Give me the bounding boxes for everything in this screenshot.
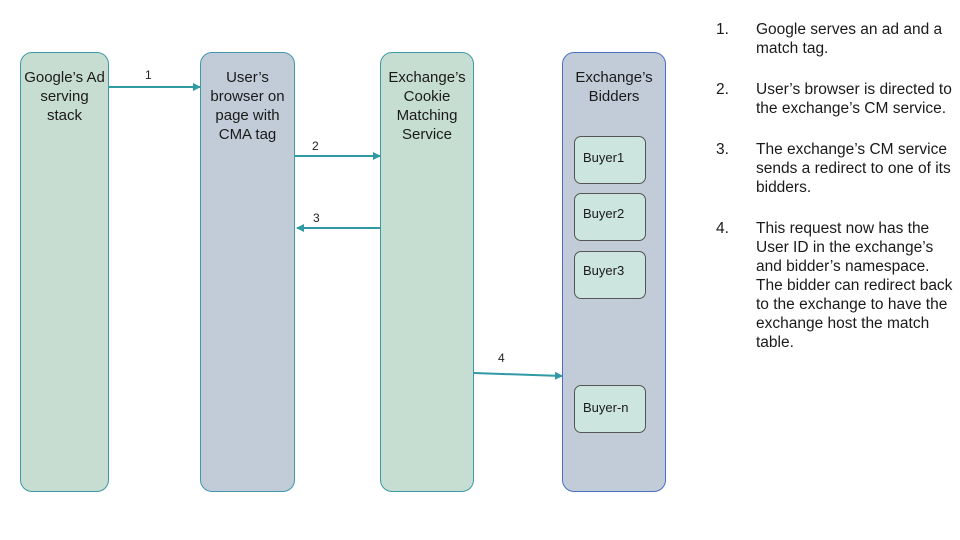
step-item: 3. The exchange’s CM service sends a red… (716, 140, 956, 197)
step-number: 4. (716, 220, 729, 237)
buyer-label: Buyer2 (583, 206, 625, 221)
arrow-3-label: 3 (313, 211, 320, 225)
user-browser-column: User’s browser on page with CMA tag (200, 52, 295, 492)
buyer-box-3: Buyer3 (574, 251, 646, 299)
step-item: 1. Google serves an ad and a match tag. (716, 20, 956, 58)
arrow-4-label: 4 (498, 351, 505, 365)
step-text: The exchange’s CM service sends a redire… (756, 141, 951, 196)
arrow-2-label: 2 (312, 139, 319, 153)
cookie-matching-service-column: Exchange’s Cookie Matching Service (380, 52, 474, 492)
buyer-label: Buyer3 (583, 263, 625, 278)
exchange-bidders-label: Exchange’s Bidders (575, 69, 653, 105)
step-text: This request now has the User ID in the … (756, 220, 953, 351)
step-item: 2. User’s browser is directed to the exc… (716, 80, 956, 118)
step-number: 3. (716, 141, 729, 158)
cookie-matching-service-label: Exchange’s Cookie Matching Service (388, 69, 466, 143)
buyer-box-n: Buyer-n (574, 385, 646, 433)
buyer-box-1: Buyer1 (574, 136, 646, 184)
buyer-box-2: Buyer2 (574, 193, 646, 241)
step-text: User’s browser is directed to the exchan… (756, 81, 952, 117)
buyer-label: Buyer-n (583, 400, 629, 415)
step-number: 2. (716, 81, 729, 98)
google-ad-serving-column: Google’s Ad serving stack (20, 52, 109, 492)
buyer-label: Buyer1 (583, 150, 625, 165)
google-ad-serving-label: Google’s Ad serving stack (24, 69, 105, 124)
step-item: 4. This request now has the User ID in t… (716, 219, 956, 352)
step-number: 1. (716, 21, 729, 38)
arrow-4 (473, 371, 563, 380)
steps-list: 1. Google serves an ad and a match tag. … (716, 20, 956, 374)
step-text: Google serves an ad and a match tag. (756, 21, 943, 57)
arrow-1-label: 1 (145, 68, 152, 82)
user-browser-label: User’s browser on page with CMA tag (210, 69, 285, 143)
